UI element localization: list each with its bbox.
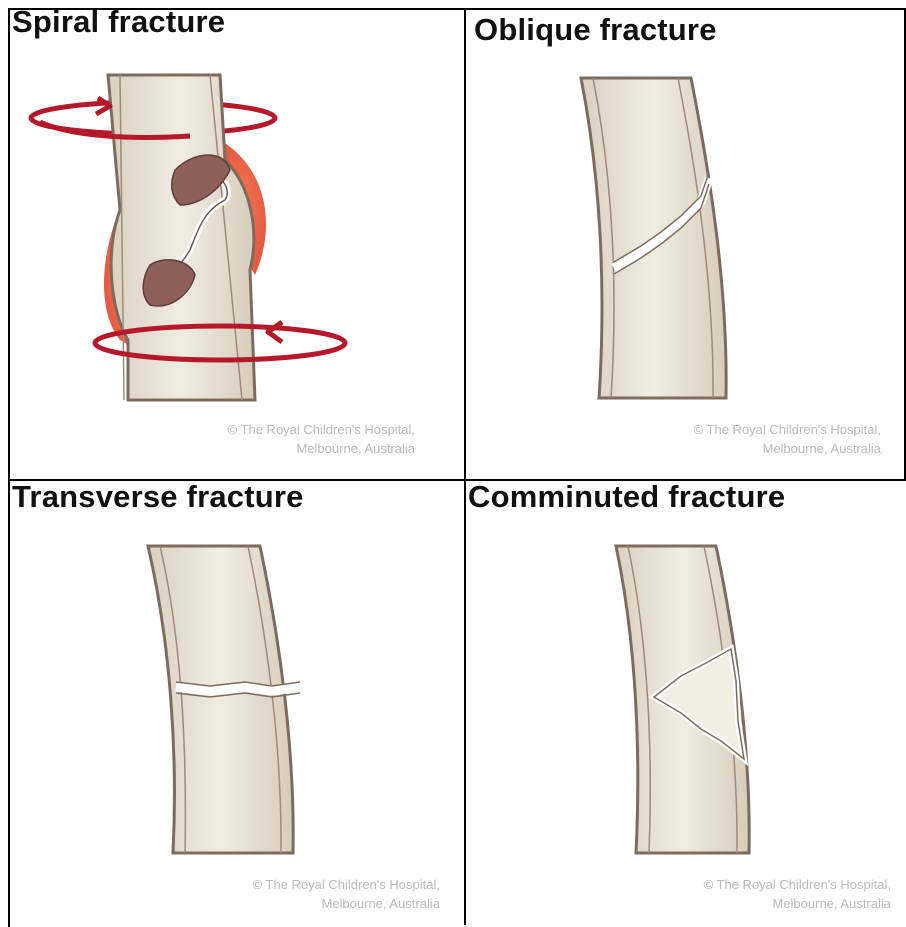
panel-spiral-fracture: Spiral fracture © The Royal Chi (10, 10, 464, 479)
transverse-fracture-illustration (10, 481, 464, 925)
panel-comminuted-fracture: Comminuted fracture © The Royal Children… (466, 481, 904, 925)
comminuted-fracture-illustration (466, 481, 904, 925)
oblique-fracture-illustration (466, 10, 904, 479)
copyright-credit: © The Royal Children's Hospital, Melbour… (95, 875, 440, 913)
copyright-credit: © The Royal Children's Hospital, Melbour… (526, 875, 891, 913)
panel-oblique-fracture: Oblique fracture © The Royal Children's … (466, 10, 904, 479)
panel-transverse-fracture: Transverse fracture © The Royal Children… (10, 481, 464, 925)
copyright-credit: © The Royal Children's Hospital, Melbour… (70, 420, 415, 458)
fracture-line (176, 687, 300, 691)
spiral-fracture-illustration (10, 10, 464, 479)
copyright-credit: © The Royal Children's Hospital, Melbour… (526, 420, 881, 458)
bone-shaft (108, 75, 255, 400)
